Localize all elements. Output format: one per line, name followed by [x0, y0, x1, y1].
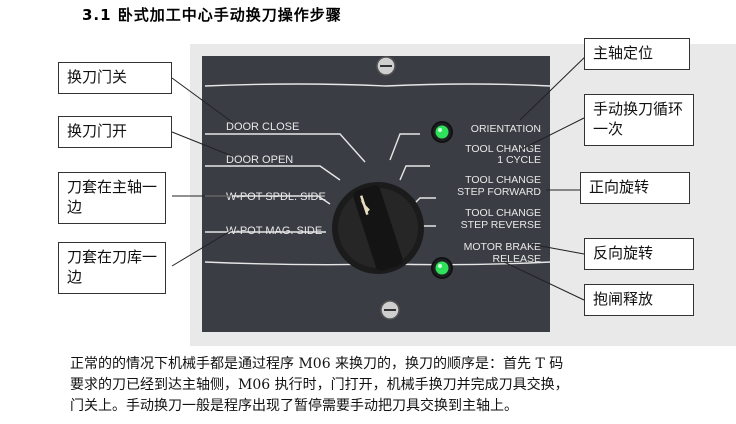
screw-bottom — [380, 300, 400, 320]
callout-motor-brake: 抱闸释放 — [584, 284, 694, 316]
panel-label-tc-fwd-1: TOOL CHANGE — [465, 174, 541, 186]
callout-tool-change-cycle: 手动换刀循环一次 — [584, 94, 694, 146]
rotary-selector-knob[interactable] — [332, 182, 424, 274]
callout-pot-magazine: 刀套在刀库一边 — [58, 242, 166, 294]
callout-step-forward: 正向旋转 — [580, 172, 690, 204]
panel-label-tc-rev-1: TOOL CHANGE — [465, 207, 541, 219]
panel-label-brake-1: MOTOR BRAKE — [464, 241, 541, 253]
panel-label-door-open: DOOR OPEN — [226, 154, 293, 166]
callout-step-reverse: 反向旋转 — [584, 238, 694, 270]
callout-connectors — [171, 53, 589, 301]
paragraph-line: 要求的刀已经到达主轴侧，M06 执行时，门打开，机械手换刀并完成刀具交换， — [70, 377, 569, 393]
paragraph-line: 门关上。手动换刀一般是程序出现了暂停需要手动把刀具交换到主轴上。 — [70, 398, 518, 414]
panel-label-brake-2: RELEASE — [493, 253, 541, 265]
panel-label-tc-cycle-2: 1 CYCLE — [497, 154, 541, 166]
panel-label-tc-cycle-1: TOOL CHANGE — [465, 143, 541, 155]
section-heading: 3.1 卧式加工中心手动换刀操作步骤 — [82, 6, 342, 24]
panel-label-orientation: ORIENTATION — [471, 123, 541, 135]
screw-top — [376, 56, 396, 76]
callout-door-close: 换刀门关 — [58, 62, 172, 94]
callout-door-open: 换刀门开 — [58, 116, 172, 148]
panel-label-pot-mag: W-POT MAG. SIDE — [226, 225, 322, 237]
orientation-led-button[interactable] — [431, 121, 453, 143]
paragraph-line: 正常的的情况下机械手都是通过程序 M06 来换刀的，换刀的顺序是：首先 T 码 — [70, 356, 564, 372]
callout-orientation: 主轴定位 — [584, 38, 690, 70]
explanation-paragraph: 正常的的情况下机械手都是通过程序 M06 来换刀的，换刀的顺序是：首先 T 码 … — [70, 354, 710, 417]
panel-label-door-close: DOOR CLOSE — [226, 121, 299, 133]
panel-label-tc-fwd-2: STEP FORWARD — [457, 186, 541, 198]
callout-pot-spindle: 刀套在主轴一边 — [58, 172, 166, 224]
brake-release-led-button[interactable] — [431, 257, 453, 279]
panel-label-pot-spdl: W-POT SPDL. SIDE — [226, 191, 326, 203]
panel-label-tc-rev-2: STEP REVERSE — [461, 219, 541, 231]
